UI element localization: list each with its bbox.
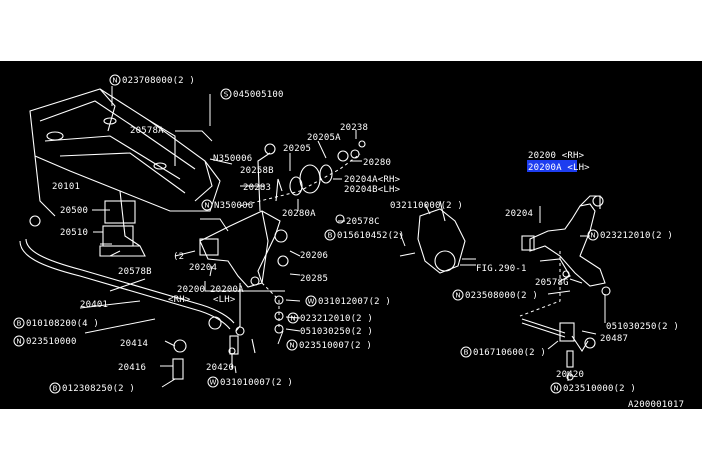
label-023708000[interactable]: 023708000(2 ) <box>122 76 195 86</box>
label-qty-2[interactable]: (2 <box>173 252 184 262</box>
label-031012007[interactable]: 031012007(2 ) <box>318 297 391 307</box>
label-20280[interactable]: 20280 <box>363 158 391 168</box>
label-20205A[interactable]: 20205A <box>307 133 341 143</box>
marker-n: N <box>553 385 558 393</box>
label-N350006-upper[interactable]: N350006 <box>213 154 252 164</box>
marker-n: N <box>290 315 295 323</box>
label-20401[interactable]: 20401 <box>80 300 108 310</box>
lower-arm-right-drawing <box>521 195 611 296</box>
label-20204-right[interactable]: 20204 <box>505 209 533 219</box>
label-015610452[interactable]: 015610452(2) <box>337 231 404 241</box>
stabilizer-bar-drawing <box>19 215 239 380</box>
label-rh-center: <RH> <box>168 295 191 305</box>
marker-n: N <box>112 77 117 85</box>
label-012308250[interactable]: 012308250(2 ) <box>62 384 135 394</box>
label-20578G[interactable]: 20578G <box>535 278 569 288</box>
label-lh-center: <LH> <box>213 295 236 305</box>
marker-b: B <box>53 385 58 393</box>
label-20258B[interactable]: 20258B <box>240 166 274 176</box>
label-023212010-center[interactable]: 023212010(2 ) <box>300 314 373 324</box>
marker-w: W <box>308 298 315 306</box>
diagram-id: A200001017 <box>628 400 684 409</box>
marker-n: N <box>204 202 209 210</box>
label-20416[interactable]: 20416 <box>118 363 146 373</box>
marker-b: B <box>328 232 333 240</box>
knuckle-drawing <box>399 200 476 274</box>
label-N350006-lower[interactable]: N350006 <box>214 201 253 211</box>
label-20414[interactable]: 20414 <box>120 339 148 349</box>
marker-w: W <box>210 379 217 387</box>
parts-diagram: N S N B W N N B N B W N N B N 023708000(… <box>0 61 702 409</box>
center-hardware-drawing <box>228 282 284 369</box>
label-023510007[interactable]: 023510007(2 ) <box>299 341 372 351</box>
marker-n: N <box>289 342 294 350</box>
label-20204A[interactable]: 20204A<RH> <box>344 175 401 185</box>
highlight-box <box>527 160 577 172</box>
circled-markers <box>13 74 599 394</box>
label-031010007[interactable]: 031010007(2 ) <box>220 378 293 388</box>
label-20510[interactable]: 20510 <box>60 228 88 238</box>
label-20283[interactable]: 20283 <box>243 183 271 193</box>
bushing-group-drawing <box>239 140 366 224</box>
label-051030250-center[interactable]: 051030250(2 ) <box>300 327 373 337</box>
label-20200-center[interactable]: 20200 <box>177 285 205 295</box>
label-20206[interactable]: 20206 <box>300 251 328 261</box>
label-20420-center[interactable]: 20420 <box>206 363 234 373</box>
label-045005100[interactable]: 045005100 <box>233 90 284 100</box>
label-20205[interactable]: 20205 <box>283 144 311 154</box>
label-023510000-right[interactable]: 023510000(2 ) <box>563 384 636 394</box>
label-010108200[interactable]: 010108200(4 ) <box>26 319 99 329</box>
marker-n: N <box>16 338 21 346</box>
label-016710600[interactable]: 016710600(2 ) <box>473 348 546 358</box>
marker-b: B <box>464 349 469 357</box>
marker-n: N <box>455 292 460 300</box>
label-20200A-lh-highlighted[interactable]: 20200A <LH> <box>528 163 590 173</box>
label-20238[interactable]: 20238 <box>340 123 368 133</box>
label-20204B[interactable]: 20204B<LH> <box>344 185 401 195</box>
label-051030250-right[interactable]: 051030250(2 ) <box>606 322 679 332</box>
leader-lines <box>79 86 606 388</box>
crossmember-drawing <box>29 88 221 257</box>
lower-right-hardware-drawing <box>519 251 596 381</box>
marker-n: N <box>590 232 595 240</box>
label-20500[interactable]: 20500 <box>60 206 88 216</box>
label-032110000[interactable]: 032110000(2 ) <box>390 201 463 211</box>
label-20200A-center[interactable]: 20200A <box>210 285 244 295</box>
label-023508000[interactable]: 023508000(2 ) <box>465 291 538 301</box>
label-20420-right[interactable]: 20420 <box>556 370 584 380</box>
label-fig-290-1[interactable]: FIG.290-1 <box>476 264 527 274</box>
lower-arm-center-drawing <box>199 143 289 336</box>
marker-b: B <box>17 320 22 328</box>
label-20578A[interactable]: 20578A <box>130 126 164 136</box>
label-023212010-right[interactable]: 023212010(2 ) <box>600 231 673 241</box>
label-20280A[interactable]: 20280A <box>282 209 316 219</box>
diagram-canvas: N S N B W N N B N B W N N B N 023708000(… <box>13 74 684 409</box>
label-20487[interactable]: 20487 <box>600 334 628 344</box>
label-20200-rh[interactable]: 20200 <RH> <box>528 151 585 161</box>
label-20578B[interactable]: 20578B <box>118 267 152 277</box>
label-023510000-left[interactable]: 023510000 <box>26 337 77 347</box>
label-20101[interactable]: 20101 <box>52 182 80 192</box>
label-20578C[interactable]: 20578C <box>346 217 380 227</box>
label-20285[interactable]: 20285 <box>300 274 328 284</box>
marker-s: S <box>224 91 229 99</box>
label-20204-center[interactable]: 20204 <box>189 263 217 273</box>
